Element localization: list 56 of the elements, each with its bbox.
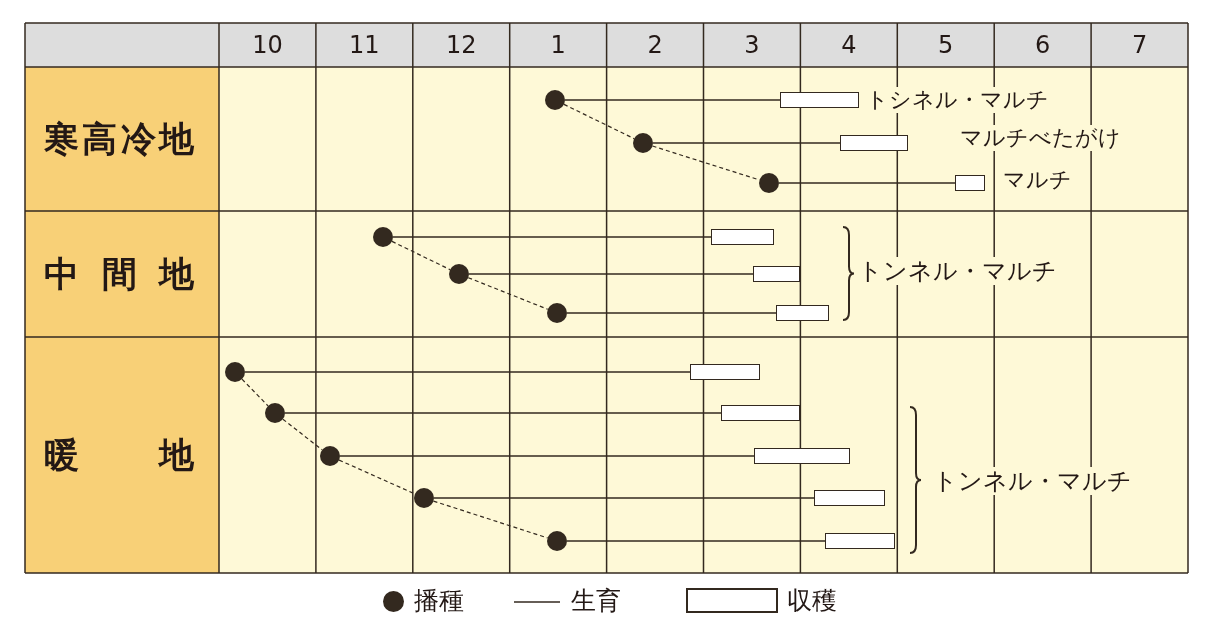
month-header: 3 xyxy=(703,23,801,67)
growth-line xyxy=(566,540,826,542)
legend-label: 播種 xyxy=(414,586,464,616)
harvest-bar xyxy=(780,92,859,108)
harvest-bar xyxy=(776,305,829,321)
sowing-dot xyxy=(320,446,340,466)
sowing-dot xyxy=(449,264,469,284)
growth-line xyxy=(468,273,754,275)
growth-line xyxy=(778,182,956,184)
growth-line xyxy=(433,497,815,499)
harvest-bar xyxy=(814,490,885,506)
sowing-dot xyxy=(414,488,434,508)
growth-line xyxy=(339,455,755,457)
harvest-bar xyxy=(840,135,908,151)
dashed-line xyxy=(391,240,451,271)
harvest-bar xyxy=(955,175,985,191)
month-header: 6 xyxy=(994,23,1092,67)
dashed-line xyxy=(338,459,416,495)
legend-label: 収穫 xyxy=(787,586,837,616)
month-header: 7 xyxy=(1091,23,1188,67)
month-header: 11 xyxy=(315,23,413,67)
month-header: 4 xyxy=(800,23,898,67)
dashed-line xyxy=(241,378,269,407)
month-header: 5 xyxy=(897,23,995,67)
sowing-dot xyxy=(547,531,567,551)
month-header: 2 xyxy=(606,23,704,67)
sowing-dot xyxy=(547,303,567,323)
harvest-bar xyxy=(711,229,774,245)
month-header: 10 xyxy=(219,23,316,67)
growth-line xyxy=(566,312,777,314)
harvest-bar xyxy=(721,405,800,421)
month-header: 12 xyxy=(412,23,510,67)
harvest-bar xyxy=(753,266,800,282)
month-header: 1 xyxy=(509,23,607,67)
region-header: 中間地 xyxy=(25,211,219,337)
harvest-bar xyxy=(754,448,850,464)
sowing-dot xyxy=(633,133,653,153)
legend-label: 生育 xyxy=(571,586,621,616)
growth-line xyxy=(564,99,781,101)
harvest-bar xyxy=(825,533,895,549)
dashed-line xyxy=(282,418,323,451)
growth-line xyxy=(652,142,841,144)
sowing-dot xyxy=(545,90,565,110)
growth-line xyxy=(392,236,712,238)
region-header: 寒高冷地 xyxy=(25,67,219,211)
dashed-line xyxy=(467,277,549,310)
growth-line xyxy=(284,412,722,414)
dashed-line xyxy=(563,103,635,140)
sowing-dot xyxy=(265,403,285,423)
region-header: 暖地 xyxy=(25,337,219,573)
sowing-dot xyxy=(759,173,779,193)
sowing-dot xyxy=(373,227,393,247)
sowing-dot xyxy=(225,362,245,382)
growth-line xyxy=(244,371,691,373)
dashed-line xyxy=(432,500,549,539)
harvest-bar xyxy=(690,364,760,380)
